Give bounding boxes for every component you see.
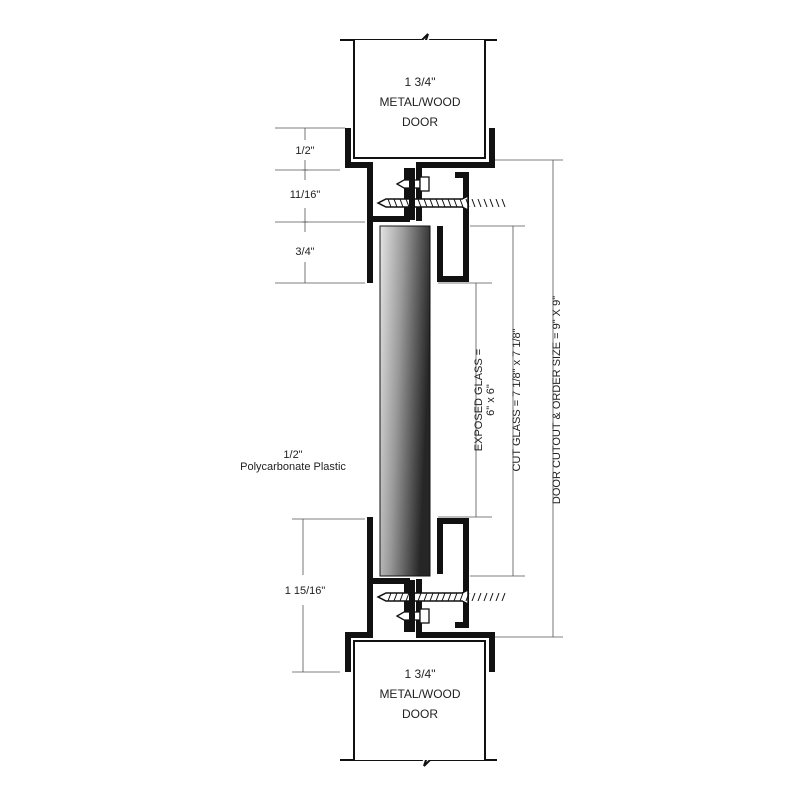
exposed-glass-label: EXPOSED GLASS = [473,349,485,451]
top-door-line2: METAL/WOOD [379,95,460,109]
left-dimensions-bottom: 1 15/16" [285,518,365,673]
top-door-line1: 1 3/4" [405,75,436,89]
top-door-line3: DOOR [402,115,438,129]
left-dimensions-top: 1/2" 11/16" 3/4" [275,127,365,284]
right-dimensions: EXPOSED GLASS = 6" x 6" CUT GLASS = 7 1/… [438,159,563,638]
bottom-door-line2: METAL/WOOD [379,687,460,701]
polycarbonate-glass [379,225,431,577]
bottom-door-line3: DOOR [402,707,438,721]
cut-glass-label: CUT GLASS = 7 1/8" x 7 1/8" [511,328,523,471]
dim-half-inch: 1/2" [295,145,314,157]
door-cutout-label: DOOR CUTOUT & ORDER SIZE = 9" X 9" [551,296,563,504]
bottom-door: 1 3/4" METAL/WOOD DOOR [340,640,497,767]
material-size-label: 1/2" [283,449,302,461]
exposed-glass-size: 6" x 6" [485,384,497,416]
bottom-door-line1: 1 3/4" [405,667,436,681]
dim-three-quarter: 3/4" [295,246,314,258]
dim-eleven-sixteenths: 11/16" [290,189,321,201]
dim-one-fifteen-sixteenths: 1 15/16" [285,585,326,597]
top-door: 1 3/4" METAL/WOOD DOOR [340,33,497,159]
material-name-label: Polycarbonate Plastic [240,461,346,473]
